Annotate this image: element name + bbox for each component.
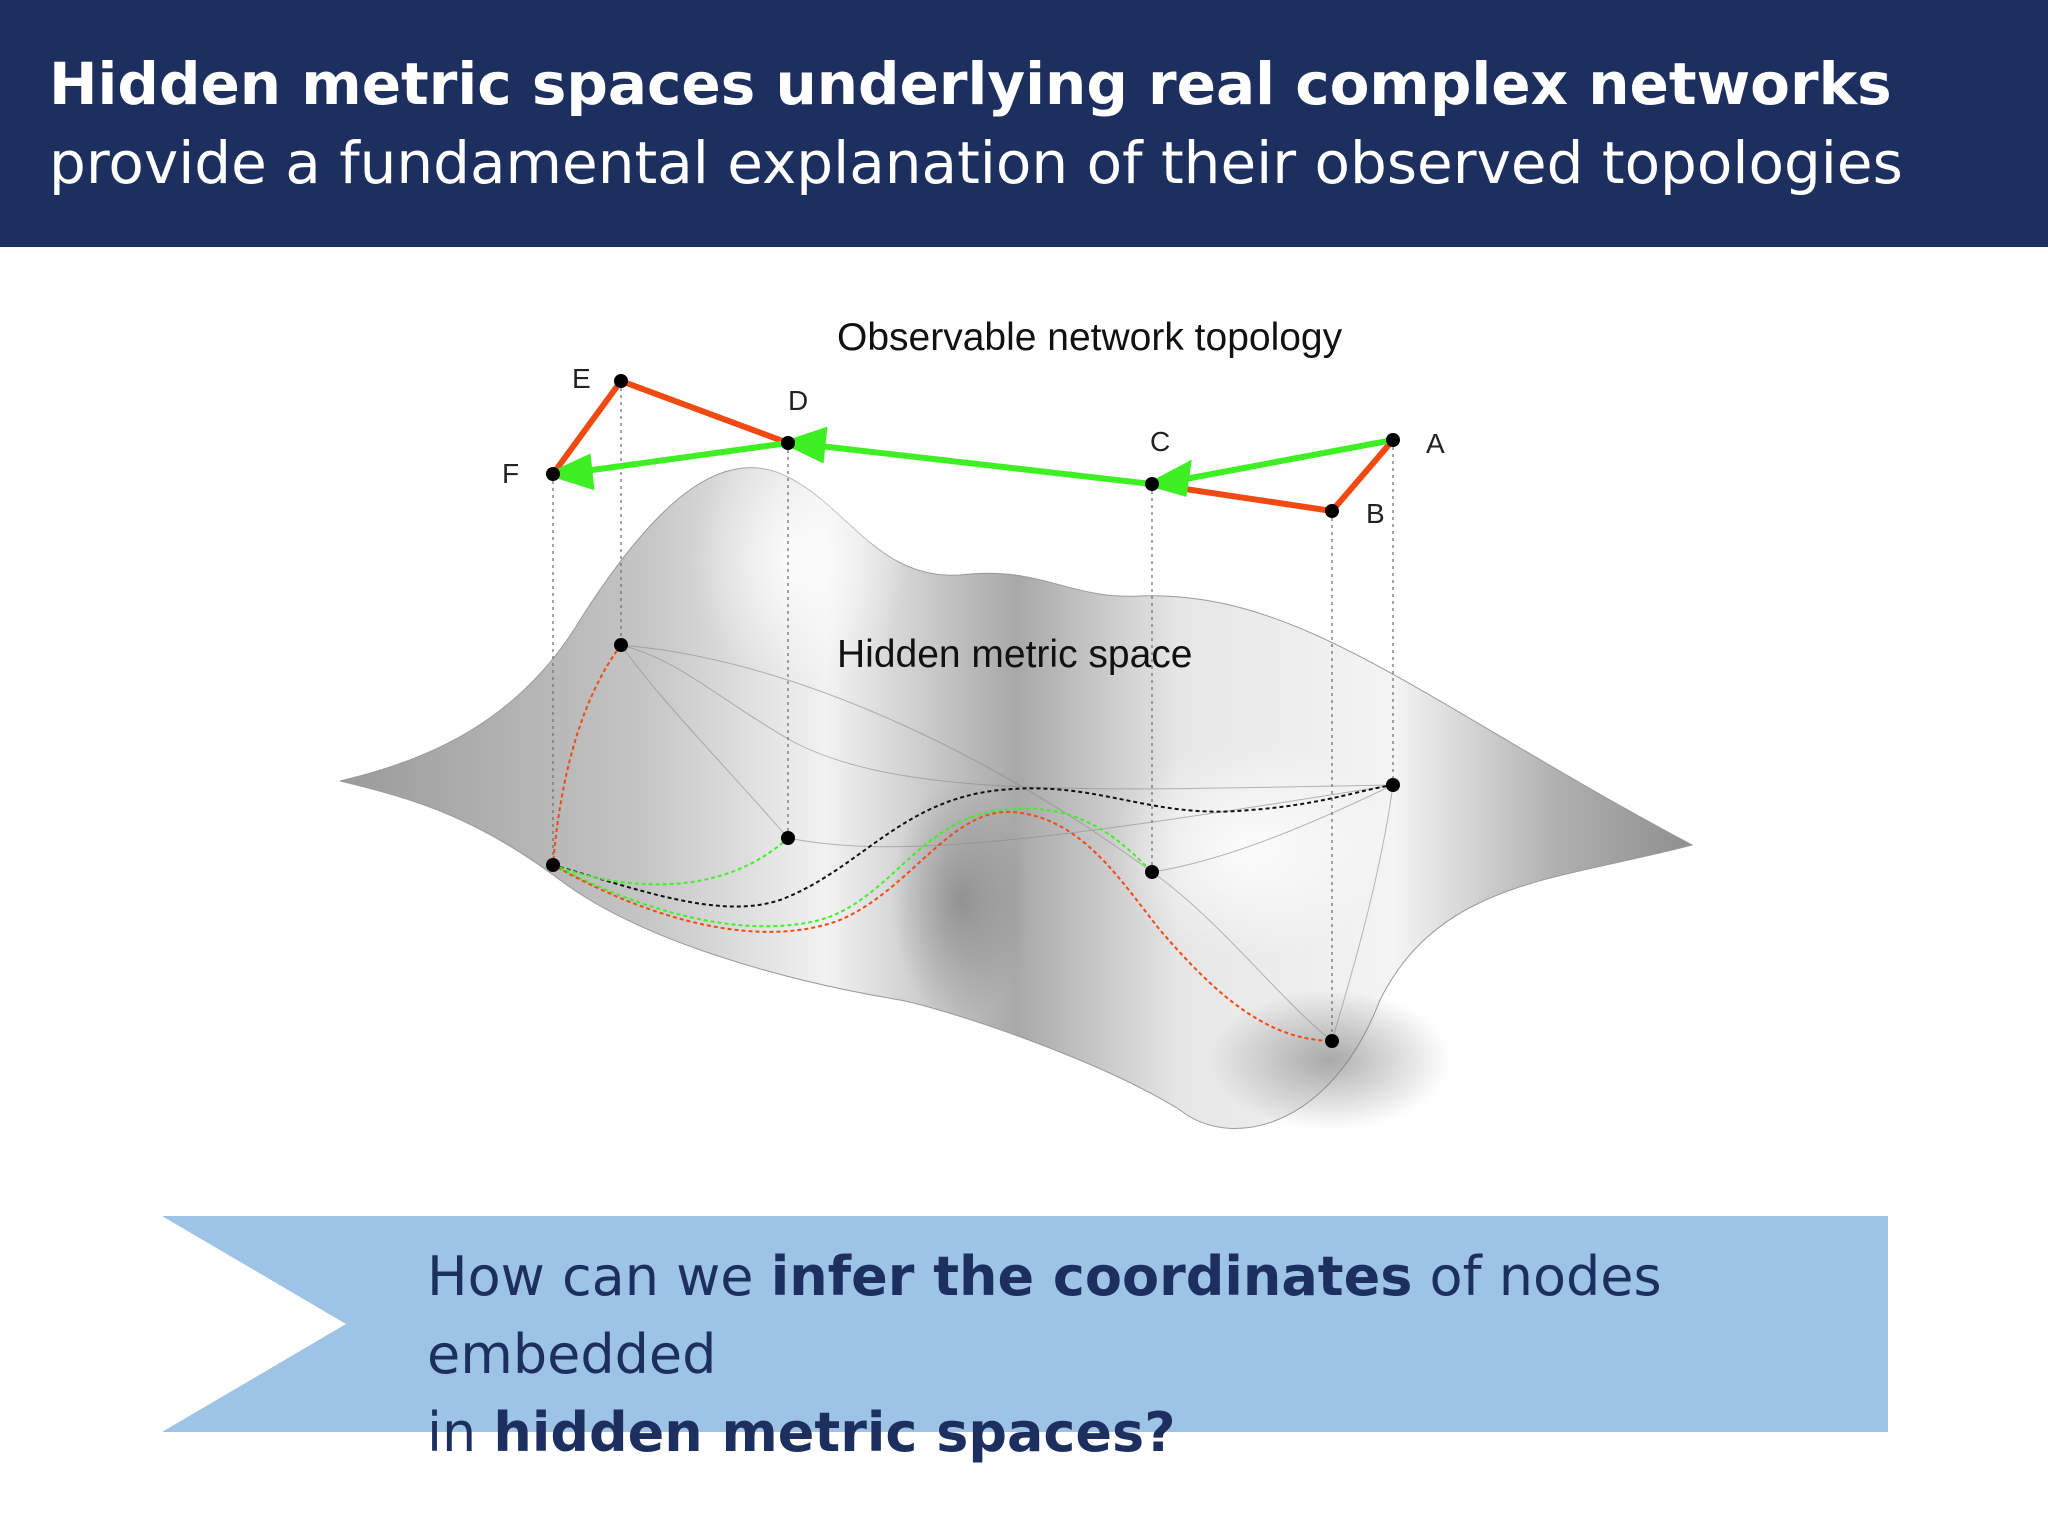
node-E <box>614 374 628 388</box>
question-line2-bold: hidden metric spaces? <box>493 1401 1176 1464</box>
node-label-C: C <box>1150 426 1170 457</box>
page-subtitle: provide a fundamental explanation of the… <box>49 129 1903 197</box>
surface-ridge-highlight <box>1110 740 1390 960</box>
hidden-greedy-path-green <box>552 807 1153 928</box>
hidden-node-A <box>1386 778 1400 792</box>
observable-topology-label: Observable network topology <box>837 316 1343 359</box>
node-F <box>546 467 560 481</box>
hidden-metric-surface <box>339 467 1694 1129</box>
question-line1-post: of nodes embedded <box>427 1245 1662 1386</box>
faint-geodesics <box>620 644 1394 1042</box>
greedy-path-arrows <box>544 426 1394 497</box>
hidden-node-F <box>546 858 560 872</box>
edge-E-F <box>550 378 624 477</box>
question-line2-pre: in <box>427 1401 494 1464</box>
arrow-A-C <box>1179 437 1394 483</box>
node-label-F: F <box>502 458 519 489</box>
surface-valley-shade <box>1210 990 1450 1130</box>
arrow-D-F <box>584 440 789 474</box>
hidden-node-D <box>781 831 795 845</box>
page-title: Hidden metric spaces underlying real com… <box>49 50 1892 118</box>
edge-A-B <box>1329 437 1396 514</box>
hidden-node-E <box>614 638 628 652</box>
node-label-B: B <box>1366 498 1385 529</box>
arrow-C-D <box>819 443 1153 487</box>
topology-nodes <box>546 374 1400 518</box>
node-D <box>781 436 795 450</box>
projection-lines <box>552 381 1394 1041</box>
node-label-E: E <box>572 363 591 394</box>
network-figure: A B C D E F Observable network topology … <box>339 316 1694 1130</box>
question-line1-bold: infer the coordinates <box>770 1245 1413 1308</box>
node-A <box>1386 433 1400 447</box>
question-panel <box>162 1216 1888 1432</box>
hidden-node-B <box>1325 1034 1339 1048</box>
node-C <box>1145 477 1159 491</box>
hidden-geodesic-black <box>552 784 1394 908</box>
surface-peak-highlight <box>690 430 910 690</box>
hidden-metric-space-label: Hidden metric space <box>837 633 1193 676</box>
hidden-nodes <box>546 638 1400 1048</box>
node-B <box>1325 504 1339 518</box>
topology-edges <box>550 378 1396 514</box>
question-text: How can we infer the coordinates of node… <box>427 1238 1887 1472</box>
surface-fold-shade <box>890 780 1030 1020</box>
node-label-D: D <box>788 385 808 416</box>
header-banner: Hidden metric spaces underlying real com… <box>0 0 2048 247</box>
edge-D-E <box>618 378 791 446</box>
node-label-A: A <box>1426 428 1445 459</box>
hidden-node-C <box>1145 865 1159 879</box>
hidden-topology-path-red <box>551 644 1333 1042</box>
hidden-greedy-path-green-short <box>552 837 789 886</box>
question-line1-pre: How can we <box>427 1245 771 1308</box>
